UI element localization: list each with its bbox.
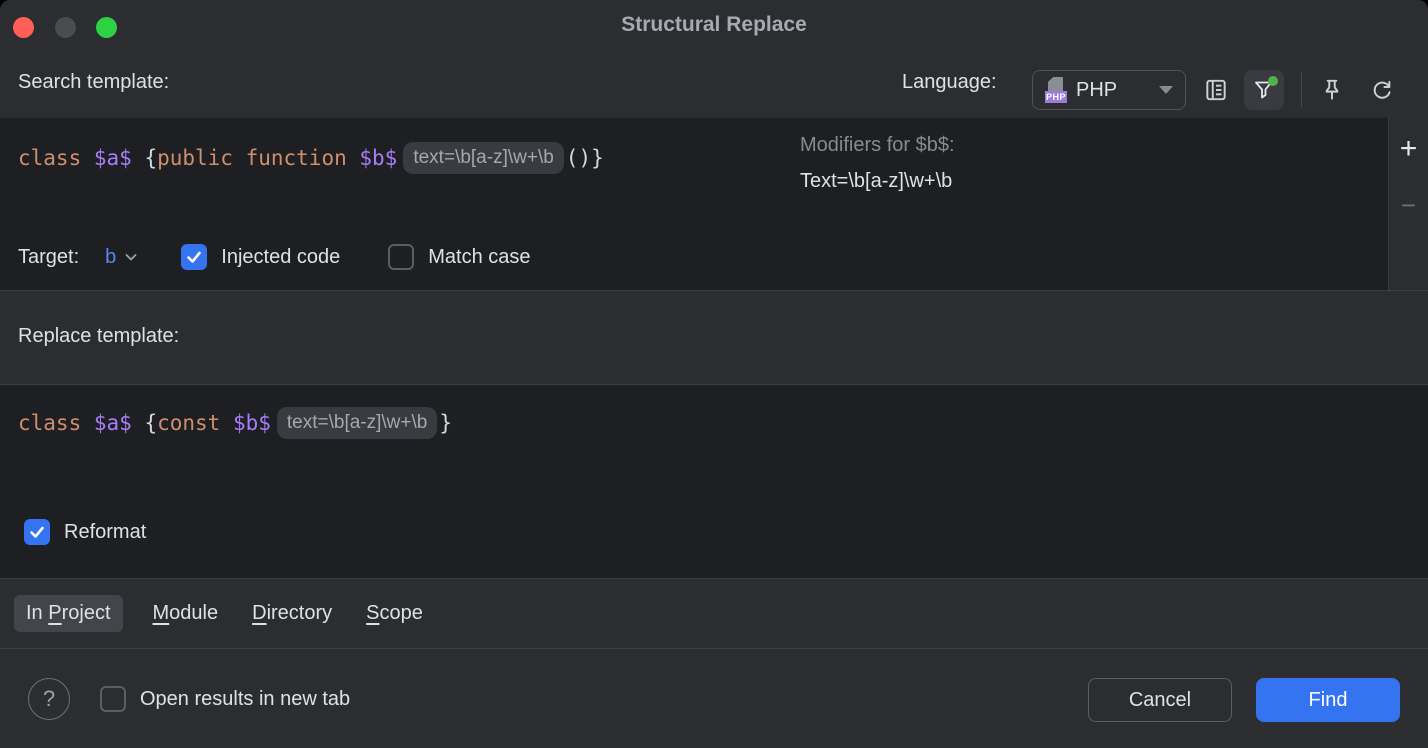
toolbar-separator <box>1301 72 1302 108</box>
find-button[interactable]: Find <box>1256 678 1400 722</box>
code-punctuation: ()} <box>565 146 604 170</box>
target-label: Target: <box>18 245 80 268</box>
code-keyword: class <box>18 146 94 170</box>
target-dropdown-value[interactable]: b <box>105 245 117 268</box>
modifiers-panel: Modifiers for $b$: Text=\b[a-z]\w+\b <box>800 134 955 193</box>
help-button[interactable]: ? <box>28 678 70 720</box>
minimize-window-button[interactable] <box>55 17 76 38</box>
language-selected-value: PHP <box>1076 78 1118 101</box>
reset-button[interactable] <box>1362 70 1402 110</box>
open-results-row: Open results in new tab <box>100 686 350 712</box>
code-keyword: class <box>18 411 94 435</box>
add-modifier-button[interactable]: + <box>1399 132 1418 165</box>
cancel-button[interactable]: Cancel <box>1088 678 1232 722</box>
scope-tabs: In Project Module Directory Scope <box>0 578 1428 648</box>
replace-template-header: Replace template: <box>0 290 1428 384</box>
pin-dialog-button[interactable] <box>1312 70 1352 110</box>
check-icon <box>187 251 202 263</box>
maximize-window-button[interactable] <box>96 17 117 38</box>
filter-active-dot <box>1268 76 1278 86</box>
modifier-inlay-hint[interactable]: text=\b[a-z]\w+\b <box>276 407 438 439</box>
chevron-down-icon[interactable] <box>123 249 139 265</box>
modifiers-title: Modifiers for $b$: <box>800 134 955 156</box>
replace-template-label: Replace template: <box>18 325 180 347</box>
open-results-label[interactable]: Open results in new tab <box>140 687 351 710</box>
open-results-checkbox[interactable] <box>100 686 126 712</box>
replace-code-line[interactable]: class $a$ { const $b$ text=\b[a-z]\w+\b … <box>18 407 452 439</box>
search-template-editor[interactable]: class $a$ { public function $b$ text=\b[… <box>0 118 1428 290</box>
filter-button[interactable] <box>1244 70 1284 110</box>
code-variable: $a$ <box>93 146 145 170</box>
tab-module[interactable]: Module <box>152 602 219 624</box>
modifier-toolbar-strip: + − <box>1388 118 1428 290</box>
tab-scope[interactable]: Scope <box>366 602 423 624</box>
code-punctuation: { <box>144 411 158 435</box>
replace-template-editor[interactable]: class $a$ { const $b$ text=\b[a-z]\w+\b … <box>0 384 1428 578</box>
search-code-line[interactable]: class $a$ { public function $b$ text=\b[… <box>18 142 604 174</box>
code-keyword: public function <box>157 146 360 170</box>
match-case-checkbox[interactable] <box>388 244 415 270</box>
language-dropdown[interactable]: PHP PHP <box>1032 70 1186 110</box>
modifier-inlay-hint[interactable]: text=\b[a-z]\w+\b <box>403 142 564 174</box>
reformat-row: Reformat <box>24 519 146 545</box>
reformat-label[interactable]: Reformat <box>64 520 147 543</box>
code-punctuation: { <box>144 146 158 170</box>
code-variable: $b$ <box>359 146 398 170</box>
refresh-icon <box>1373 80 1391 99</box>
code-variable: $a$ <box>93 411 145 435</box>
match-case-label[interactable]: Match case <box>428 245 531 268</box>
code-keyword: const <box>157 411 233 435</box>
search-template-label: Search template: <box>18 71 170 93</box>
existing-templates-button[interactable] <box>1196 70 1236 110</box>
chevron-down-icon <box>1159 86 1173 94</box>
code-variable: $b$ <box>232 411 271 435</box>
php-file-icon: PHP <box>1045 77 1067 103</box>
footer-bar: ? Open results in new tab Cancel Find <box>0 648 1428 748</box>
book-icon <box>1206 79 1226 101</box>
title-bar: Structural Replace <box>0 0 1428 52</box>
code-punctuation: } <box>439 411 453 435</box>
tab-in-project[interactable]: In Project <box>14 595 123 632</box>
injected-code-checkbox[interactable] <box>181 244 208 270</box>
search-template-header: Search template: Language: PHP PHP <box>0 52 1428 118</box>
reformat-checkbox[interactable] <box>24 519 50 545</box>
modifier-value[interactable]: Text=\b[a-z]\w+\b <box>800 170 953 192</box>
target-row: Target: b Injected code Match case <box>18 237 531 277</box>
injected-code-label[interactable]: Injected code <box>221 245 341 268</box>
language-label: Language: <box>902 71 997 93</box>
remove-modifier-button[interactable]: − <box>1400 190 1417 220</box>
check-icon <box>30 526 44 538</box>
pin-icon <box>1325 79 1339 100</box>
window-title: Structural Replace <box>621 13 807 36</box>
close-window-button[interactable] <box>13 17 34 38</box>
tab-directory[interactable]: Directory <box>252 602 333 624</box>
